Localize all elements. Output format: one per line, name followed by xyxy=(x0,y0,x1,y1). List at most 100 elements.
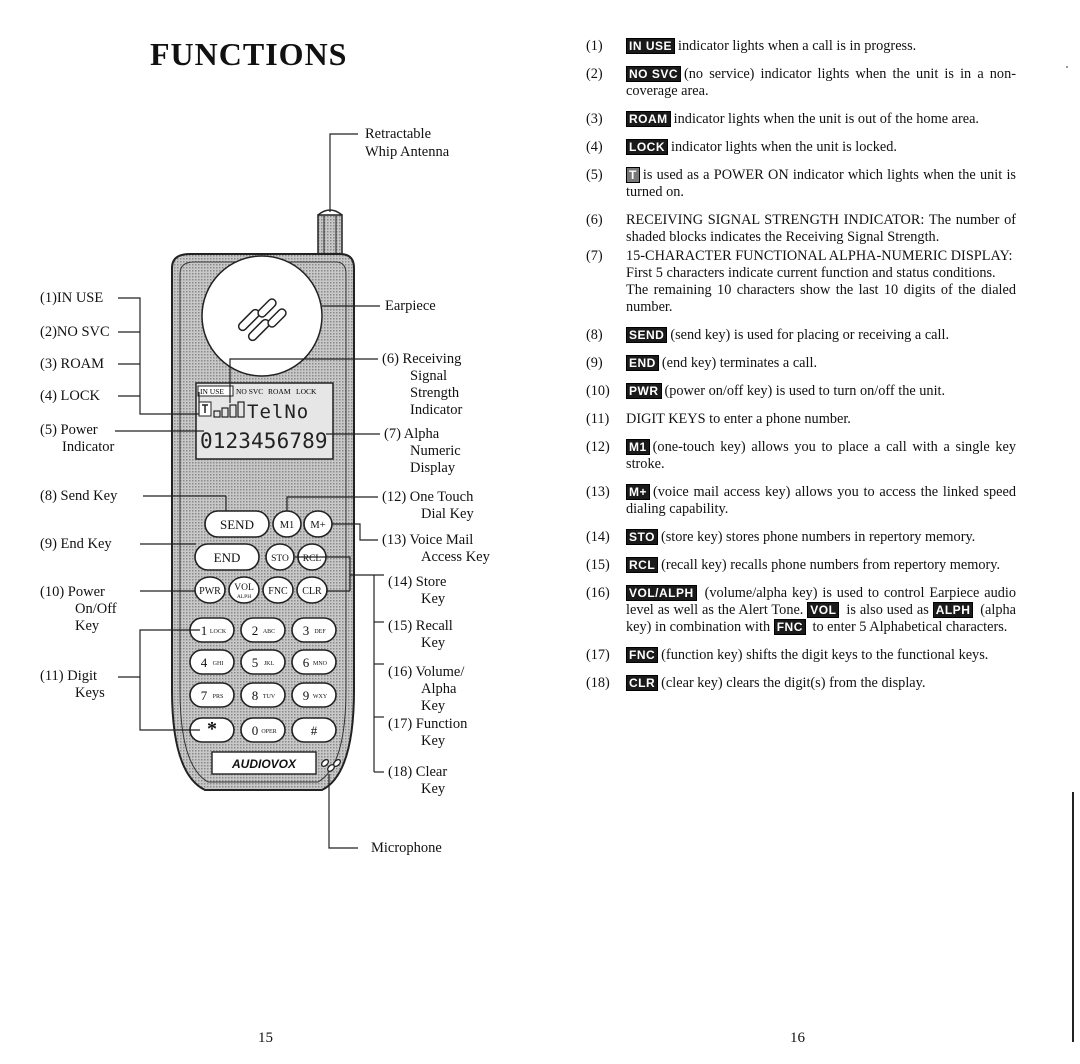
label-store-1: (14) Store xyxy=(388,574,447,590)
label-function-2: Key xyxy=(421,733,446,749)
label-roam: (3) ROAM xyxy=(40,356,105,372)
item-text: is also used as xyxy=(846,602,929,618)
label-one-touch-1: (12) One Touch xyxy=(382,489,474,505)
item-text: (recall key) recalls phone numbers from … xyxy=(661,557,1001,573)
end-button[interactable]: END xyxy=(194,543,260,571)
label-rss-3: Strength xyxy=(410,385,460,401)
item-number: (12) xyxy=(586,439,610,455)
label-microphone: Microphone xyxy=(371,840,442,856)
m1-button[interactable]: M1 xyxy=(272,510,302,538)
earpiece xyxy=(201,255,323,377)
item-text: (end key) terminates a call. xyxy=(661,355,818,371)
label-power-key-3: Key xyxy=(75,618,100,634)
alph-key-icon: ALPH xyxy=(932,602,974,618)
label-rss-4: Indicator xyxy=(410,402,463,418)
label-earpiece: Earpiece xyxy=(385,298,436,314)
label-rss-2: Signal xyxy=(410,368,448,384)
sto-button[interactable]: STO xyxy=(265,543,295,571)
label-lock: (4) LOCK xyxy=(40,388,101,404)
page-number-right: 16 xyxy=(790,1030,805,1046)
item-number: (13) xyxy=(586,484,610,500)
sto-key-icon: STO xyxy=(626,529,658,545)
item-text: (no service) indicator lights when the u… xyxy=(626,66,1016,99)
m-plus-button[interactable]: M+ xyxy=(303,510,333,538)
clr-button[interactable]: CLR xyxy=(296,576,328,604)
list-item: (18) CLR(clear key) clears the digit(s) … xyxy=(586,675,1016,692)
roam-key-icon: ROAM xyxy=(626,111,671,127)
item-text: First 5 characters indicate current func… xyxy=(626,265,996,281)
item-number: (2) xyxy=(586,66,603,82)
item-text: to enter 5 Alphabetical characters. xyxy=(812,619,1008,635)
status-in-use: IN USE xyxy=(200,387,224,396)
label-in-use: (1)IN USE xyxy=(40,290,104,306)
list-item: (13) M+(voice mail access key) allows yo… xyxy=(586,484,1016,518)
item-text: is used as a POWER ON indicator which li… xyxy=(626,167,1016,200)
label-digit-keys-2: Keys xyxy=(75,685,105,701)
label-volume-2: Alpha xyxy=(421,681,457,697)
svg-text:CLR: CLR xyxy=(302,586,322,597)
display-line-1: TelNo xyxy=(247,401,309,423)
item-text: (clear key) clears the digit(s) from the… xyxy=(661,675,926,691)
label-one-touch-2: Dial Key xyxy=(421,506,474,522)
list-item: (16) VOL/ALPH (volume/alpha key) is used… xyxy=(586,585,1016,636)
item-number: (16) xyxy=(586,585,610,601)
digit-key-label: 7 xyxy=(201,688,208,703)
power-on-key-icon: T xyxy=(626,167,640,183)
item-text: (send key) is used for placing or receiv… xyxy=(670,327,950,343)
item-number: (18) xyxy=(586,675,610,691)
item-text: indicator lights when the unit is locked… xyxy=(671,139,897,155)
svg-text:PWR: PWR xyxy=(199,586,221,597)
fnc-button[interactable]: FNC xyxy=(262,576,294,604)
label-alpha-2: Numeric xyxy=(410,443,461,459)
digit-key-sublabel: JKL xyxy=(264,661,275,667)
vol-alph-key-icon: VOL/ALPH xyxy=(626,585,697,601)
item-number: (3) xyxy=(586,111,603,127)
status-roam: ROAM xyxy=(268,387,291,396)
fnc-key-icon: FNC xyxy=(773,619,806,635)
pwr-button[interactable]: PWR xyxy=(194,576,226,604)
lock-key-icon: LOCK xyxy=(626,139,668,155)
item-number: (11) xyxy=(586,411,610,427)
item-text: (function key) shifts the digit keys to … xyxy=(661,647,989,663)
item-number: (1) xyxy=(586,38,603,54)
list-item: (15) RCL(recall key) recalls phone numbe… xyxy=(586,557,1016,574)
label-voice-mail-2: Access Key xyxy=(421,549,490,565)
svg-text:AUDIOVOX: AUDIOVOX xyxy=(231,757,297,771)
item-text: (one-touch key) allows you to place a ca… xyxy=(626,439,1016,472)
item-text: (power on/off key) is used to turn on/of… xyxy=(664,383,946,399)
digit-key-hash[interactable]: # xyxy=(291,717,337,743)
digit-key-label: 9 xyxy=(303,688,310,703)
label-recall-2: Key xyxy=(421,635,446,651)
speck xyxy=(1066,66,1068,68)
send-button[interactable]: SEND xyxy=(204,510,270,538)
item-text: (volume/alpha key) is used to control Ea… xyxy=(626,585,1016,618)
item-number: (9) xyxy=(586,355,603,371)
vol-button[interactable]: VOL ALPH xyxy=(228,576,260,604)
list-item: (6) RECEIVING SIGNAL STRENGTH INDICATOR:… xyxy=(586,212,1016,246)
digit-key-sublabel: MNO xyxy=(313,661,328,667)
no-svc-key-icon: NO SVC xyxy=(626,66,682,82)
label-power-indicator-1: (5) Power xyxy=(40,422,98,438)
item-number: (14) xyxy=(586,529,610,545)
item-text: indicator lights when a call is in progr… xyxy=(678,38,917,54)
svg-text:RCL: RCL xyxy=(303,554,322,564)
digit-key-label: 6 xyxy=(303,655,310,670)
svg-text:SEND: SEND xyxy=(220,517,254,532)
in-use-key-icon: IN USE xyxy=(626,38,676,54)
item-number: (10) xyxy=(586,383,610,399)
m-plus-key-icon: M+ xyxy=(626,484,651,500)
svg-text:STO: STO xyxy=(271,554,289,564)
fnc-key-icon: FNC xyxy=(626,647,659,663)
